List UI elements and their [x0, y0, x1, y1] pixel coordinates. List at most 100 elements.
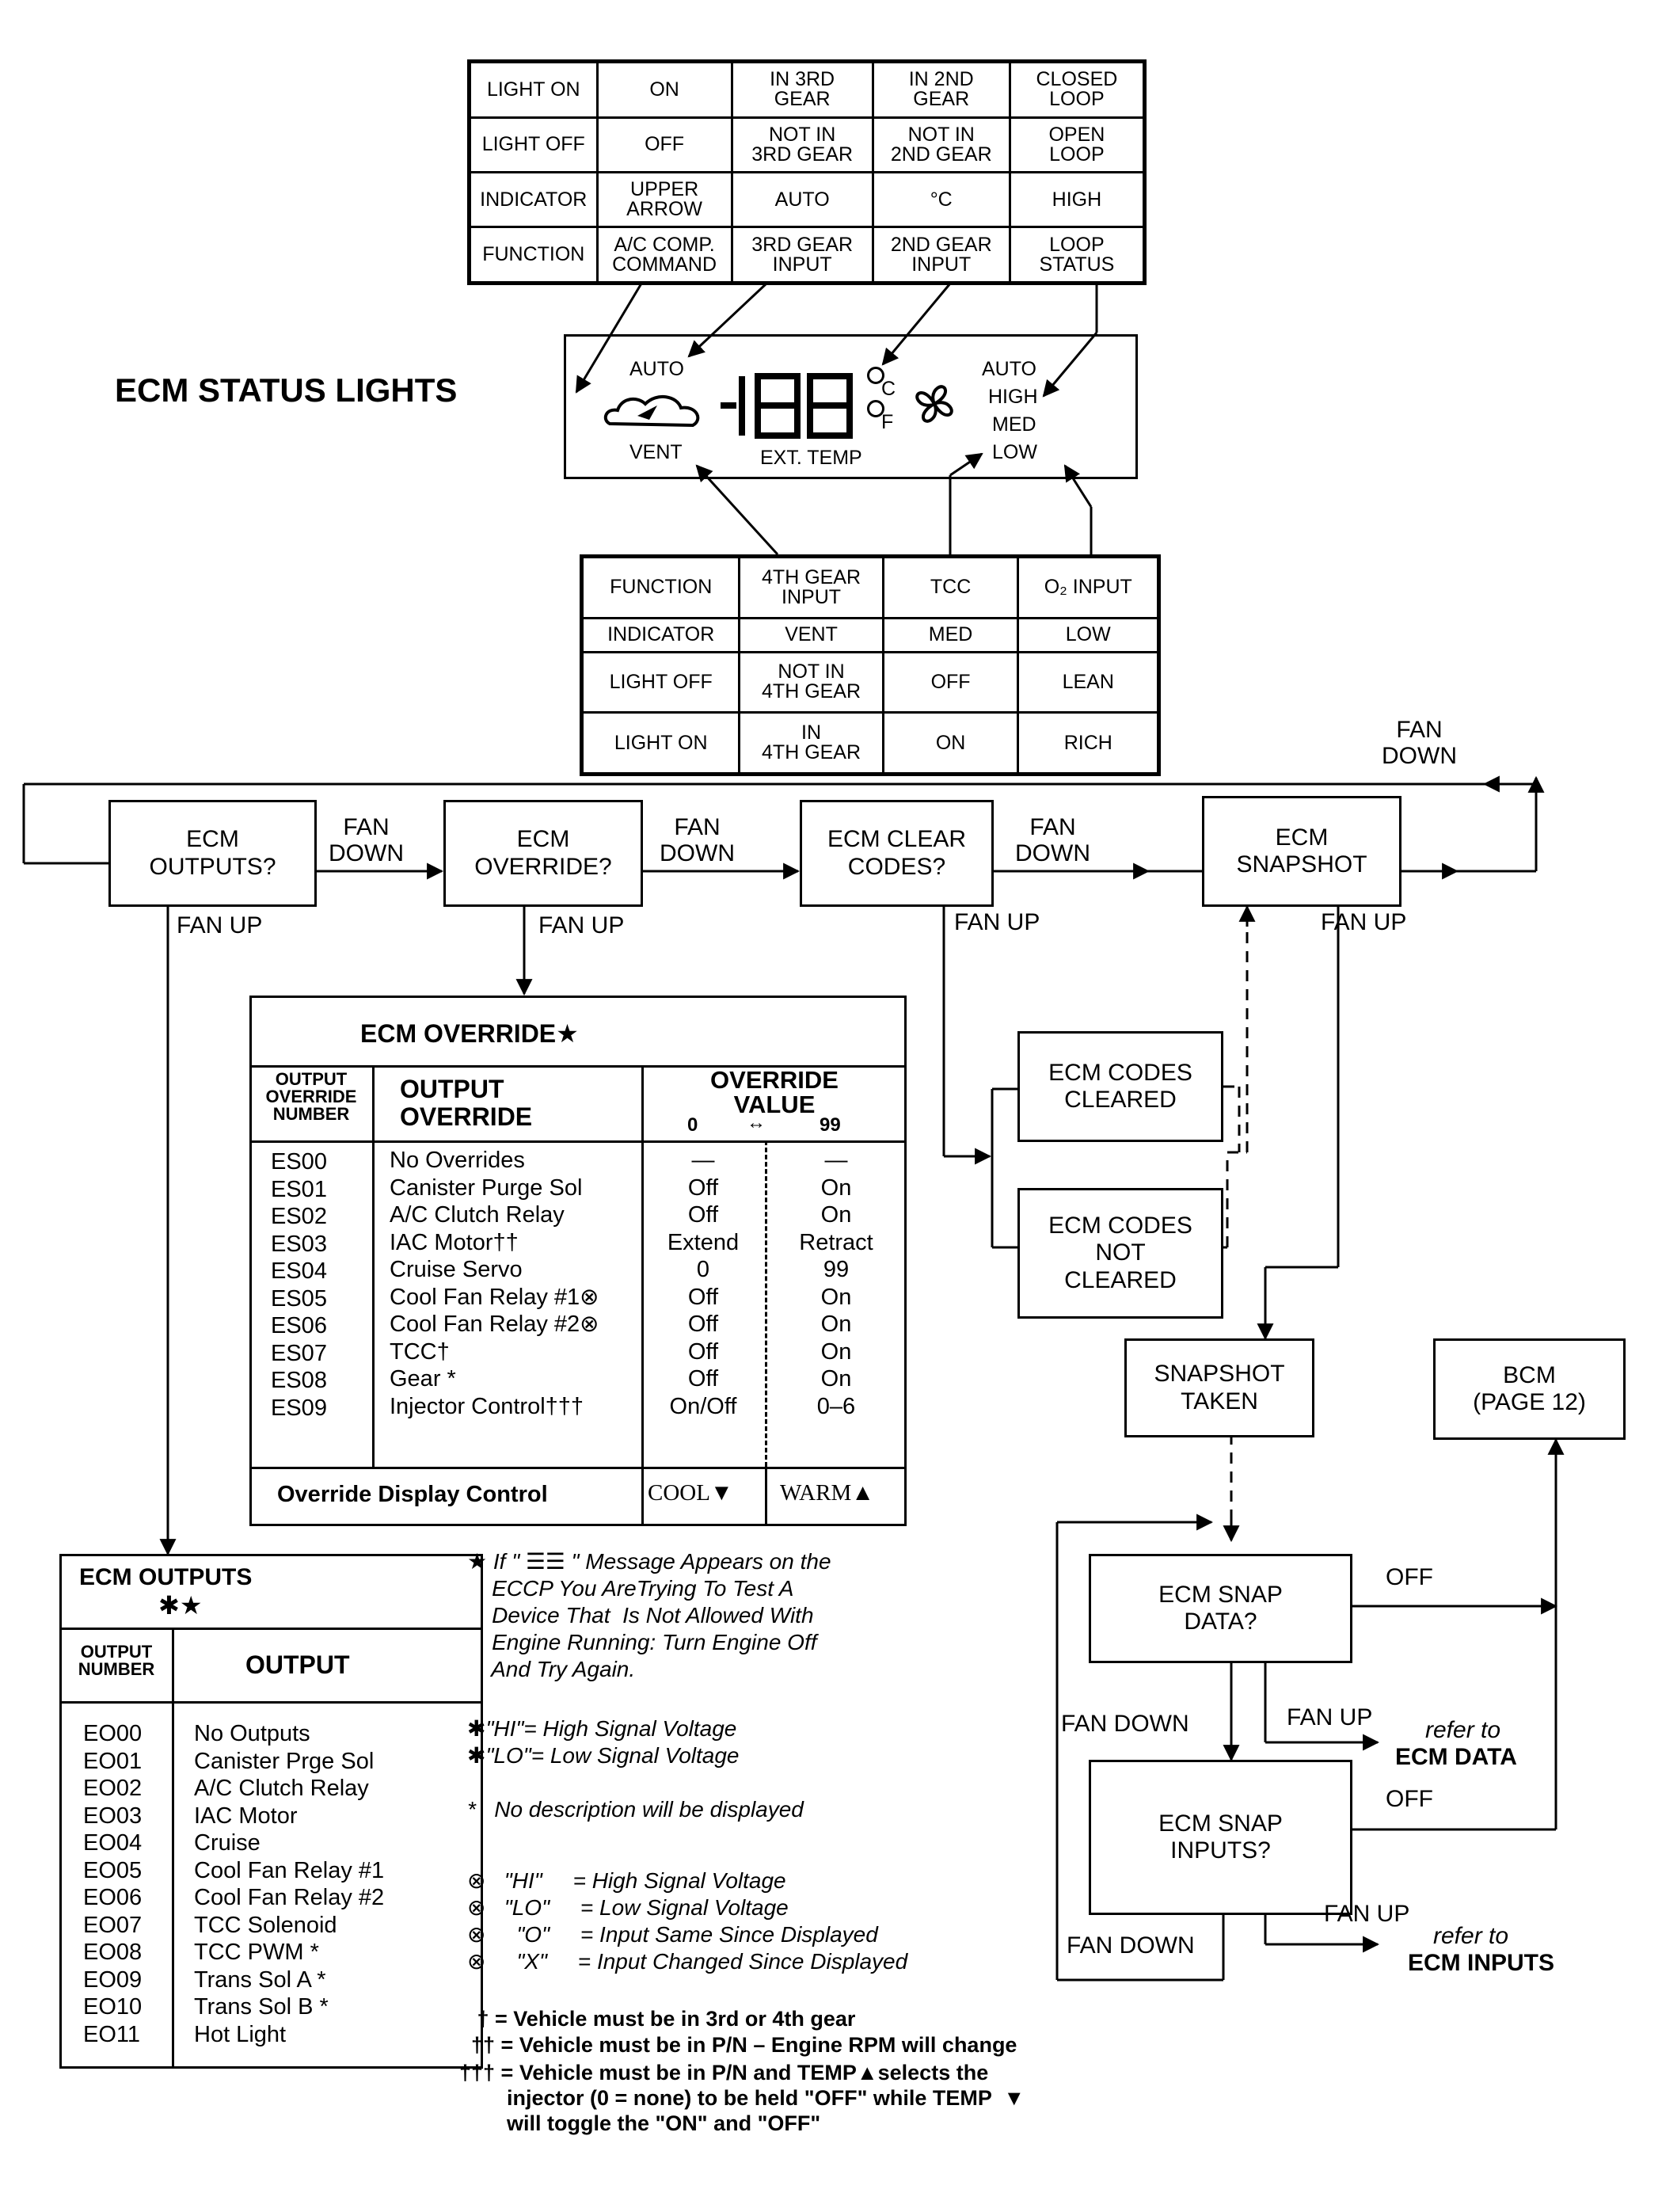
note-x-o: ⊗ "O" = Input Same Since Displayed: [467, 1922, 878, 1947]
outputs-stars: ✱★: [158, 1591, 203, 1620]
top_table-cell: CLOSED LOOP: [1008, 60, 1147, 119]
label-ecm-inputs[interactable]: ECM INPUTS: [1408, 1950, 1555, 1976]
top_table-cell: 2ND GEAR INPUT: [871, 226, 1011, 284]
override-low-values: — Off Off Extend 0 Off Off Off Off On/Of…: [667, 1148, 740, 1419]
override-warm-button[interactable]: WARM▲: [780, 1480, 874, 1506]
note-star: ★ If " ☰☰ " Message Appears on the ECCP …: [467, 1549, 831, 1681]
degree-c-icon: [867, 367, 884, 384]
display-auto-left: AUTO: [629, 358, 684, 380]
fan-icon: [909, 379, 960, 429]
outputs-hline-2: [59, 1701, 483, 1704]
override-hline-1: [249, 1065, 907, 1068]
bottom_table-cell: NOT IN 4TH GEAR: [738, 650, 884, 714]
top_table-cell: IN 3RD GEAR: [730, 60, 874, 119]
note-hi: ✱"HI"= High Signal Voltage: [467, 1716, 737, 1741]
note-lo: ✱"LO"= Low Signal Voltage: [467, 1743, 740, 1768]
top_table-cell: LIGHT OFF: [468, 116, 599, 173]
override-hline-3: [249, 1467, 907, 1469]
outputs-table: [59, 1554, 483, 2069]
ecm-override-box[interactable]: ECM OVERRIDE?: [443, 800, 643, 907]
top_table-cell: 3RD GEAR INPUT: [730, 226, 874, 284]
note-dagger-2: †† = Vehicle must be in P/N – Engine RPM…: [459, 2033, 1017, 2057]
override-high-values: — On On Retract 99 On On On On 0–6: [799, 1148, 873, 1419]
override-vline-1: [372, 1065, 375, 1467]
label-fan-up-1: FAN UP: [177, 912, 263, 938]
label-fan-down-snap: FAN DOWN: [1061, 1711, 1189, 1737]
outputs-names: No Outputs Canister Prge Sol A/C Clutch …: [194, 1721, 385, 2047]
override-vline-2: [641, 1065, 644, 1526]
bottom_table-cell: LEAN: [1017, 650, 1160, 714]
note-x-lo: ⊗ "LO" = Low Signal Voltage: [467, 1895, 789, 1920]
override-range-hi: 99: [820, 1114, 841, 1136]
override-range-lo: 0: [687, 1114, 698, 1136]
top_table-cell: FUNCTION: [468, 226, 599, 284]
override-display-control: Override Display Control: [277, 1482, 548, 1507]
codes-not-cleared-box: ECM CODES NOT CLEARED: [1017, 1188, 1223, 1319]
label-fan-up-2: FAN UP: [538, 912, 625, 938]
outputs-numbers: EO00 EO01 EO02 EO03 EO04 EO05 EO06 EO07 …: [83, 1721, 143, 2047]
label-fan-down-inputs: FAN DOWN: [1067, 1932, 1195, 1959]
override-cool-button[interactable]: COOL▼: [648, 1480, 733, 1506]
override-col-value: OVERRIDE VALUE: [710, 1066, 839, 1118]
override-range-arrow: ↔: [747, 1112, 766, 1133]
label-off-2: OFF: [1386, 1786, 1433, 1812]
note-dagger-3: ††† = Vehicle must be in P/N and TEMP▲se…: [459, 2061, 1025, 2135]
outputs-hline-1: [59, 1628, 483, 1630]
override-col-number: OUTPUT OVERRIDE NUMBER: [265, 1069, 357, 1124]
ecm-outputs-box[interactable]: ECM OUTPUTS?: [108, 800, 317, 907]
snap-inputs-box[interactable]: ECM SNAP INPUTS?: [1089, 1760, 1352, 1915]
override-vline-dashed: [765, 1140, 767, 1467]
label-fan-down-2: FAN DOWN: [660, 814, 735, 866]
label-off-1: OFF: [1386, 1564, 1433, 1590]
top_table-cell: °C: [871, 170, 1011, 229]
display-med: MED: [992, 413, 1036, 436]
override-table: [249, 996, 907, 1526]
bcm-box[interactable]: BCM (PAGE 12): [1433, 1338, 1626, 1440]
outputs-col-output: OUTPUT: [245, 1650, 350, 1679]
bottom_table-cell: MED: [881, 616, 1020, 653]
override-hline-2: [249, 1140, 907, 1143]
top_table-cell: ON: [595, 60, 733, 119]
label-fan-down-loop: FAN DOWN: [1382, 717, 1457, 769]
top_table-cell: NOT IN 3RD GEAR: [730, 116, 874, 173]
ecm-snapshot-box[interactable]: ECM SNAPSHOT: [1202, 796, 1401, 907]
bottom_table-cell: FUNCTION: [580, 555, 741, 619]
snap-data-box[interactable]: ECM SNAP DATA?: [1089, 1554, 1352, 1663]
note-x-x: ⊗ "X" = Input Changed Since Displayed: [467, 1949, 908, 1974]
bottom_table-cell: LIGHT OFF: [580, 650, 741, 714]
seven-segment-digits: [717, 372, 859, 440]
display-vent: VENT: [629, 441, 683, 463]
bottom_table-cell: IN 4TH GEAR: [738, 711, 884, 775]
top_table-cell: LOOP STATUS: [1008, 226, 1147, 284]
bottom_table-cell: TCC: [881, 555, 1020, 619]
bottom_table-cell: OFF: [881, 650, 1020, 714]
label-ecm-data[interactable]: ECM DATA: [1395, 1744, 1517, 1770]
top_table-cell: UPPER ARROW: [595, 170, 733, 229]
windshield-icon: [602, 388, 705, 436]
bottom_table-cell: O₂ INPUT: [1017, 555, 1160, 619]
override-title: ECM OVERRIDE★: [360, 1019, 579, 1048]
label-fan-down-1: FAN DOWN: [329, 814, 404, 866]
bottom_table-cell: 4TH GEAR INPUT: [738, 555, 884, 619]
bottom_table-cell: LOW: [1017, 616, 1160, 653]
page-title: ECM STATUS LIGHTS: [115, 371, 458, 409]
label-refer-to-1: refer to: [1425, 1717, 1501, 1743]
top_table-cell: OPEN LOOP: [1008, 116, 1147, 173]
display-auto-right: AUTO: [982, 358, 1036, 380]
ecm-clear-codes-box[interactable]: ECM CLEAR CODES?: [800, 800, 994, 907]
bottom_table-cell: VENT: [738, 616, 884, 653]
override-vline-3: [765, 1467, 767, 1526]
codes-cleared-box: ECM CODES CLEARED: [1017, 1031, 1223, 1142]
note-dagger-1: † = Vehicle must be in 3rd or 4th gear: [459, 2007, 856, 2031]
label-fan-up-5: FAN UP: [1287, 1704, 1373, 1730]
note-x-hi: ⊗ "HI" = High Signal Voltage: [467, 1868, 786, 1893]
outputs-title: ECM OUTPUTS: [79, 1564, 253, 1590]
